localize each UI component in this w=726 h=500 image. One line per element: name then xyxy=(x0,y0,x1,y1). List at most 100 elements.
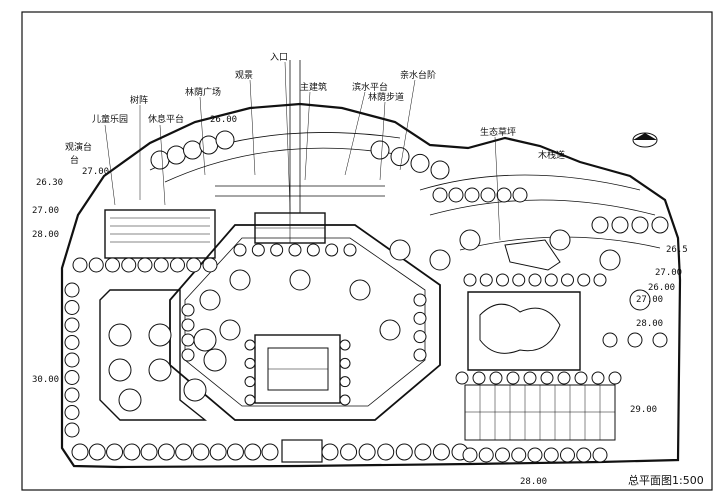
tree-canopy xyxy=(506,371,520,385)
tree-canopy xyxy=(153,257,169,273)
tree-canopy xyxy=(183,140,202,160)
tree-canopy xyxy=(175,443,193,461)
tree-canopy xyxy=(413,311,427,325)
tree-canopy xyxy=(430,160,450,180)
tree-canopy xyxy=(395,443,413,461)
tree-canopy xyxy=(478,447,494,463)
tree-canopy xyxy=(270,243,284,257)
tree-canopy xyxy=(288,243,302,257)
elevation-tag: 27.00 xyxy=(82,167,109,177)
tree-canopy xyxy=(64,370,80,385)
tree-canopy xyxy=(429,249,451,271)
tree-canopy xyxy=(511,447,527,463)
tree-canopy xyxy=(599,249,621,271)
elevation-tag: 26.00 xyxy=(210,115,237,125)
drawing-title: 总平面图1:500 xyxy=(628,473,704,487)
label-water-steps: 亲水台阶 xyxy=(400,69,436,81)
tree-canopy xyxy=(219,319,241,341)
tree-canopy xyxy=(251,243,265,257)
elevation-tag: 30.00 xyxy=(32,375,59,385)
tree-canopy xyxy=(462,447,478,463)
tree-canopy xyxy=(244,394,256,406)
water-pond xyxy=(479,303,561,354)
tree-canopy xyxy=(64,352,80,368)
tree-canopy xyxy=(448,187,464,203)
tree-canopy xyxy=(108,323,132,347)
tree-canopy xyxy=(340,443,358,461)
tree-canopy xyxy=(64,387,80,403)
tree-canopy xyxy=(71,443,89,461)
tree-canopy xyxy=(166,145,186,165)
tree-canopy xyxy=(379,319,401,341)
label-tree-array: 树阵 xyxy=(130,94,148,106)
tree-canopy xyxy=(495,447,510,463)
tree-canopy xyxy=(72,257,88,273)
tree-canopy xyxy=(193,328,217,352)
tree-canopy xyxy=(140,443,158,461)
tree-canopy xyxy=(543,447,559,463)
elevation-tag: 27.00 xyxy=(32,206,59,216)
tree-canopy xyxy=(203,348,227,372)
tree-canopy xyxy=(432,187,448,203)
tree-canopy xyxy=(199,289,221,311)
tree-canopy xyxy=(489,371,503,385)
tree-canopy xyxy=(464,187,480,203)
label-boardwalk: 木栈道 xyxy=(538,149,565,161)
tree-canopy xyxy=(608,371,622,385)
leader-lines xyxy=(104,61,501,241)
tree-canopy xyxy=(64,335,80,350)
tree-canopy xyxy=(64,300,80,315)
contour-line xyxy=(429,199,656,216)
tree-canopy xyxy=(527,447,543,463)
tree-canopy xyxy=(181,333,195,347)
tree-canopy xyxy=(629,289,651,311)
contour-line xyxy=(164,147,396,183)
elevation-tag: 28.00 xyxy=(32,230,59,240)
tree-canopy xyxy=(389,239,411,261)
tree-canopy xyxy=(226,443,244,461)
tree-canopy xyxy=(574,371,588,385)
tree-canopy xyxy=(306,243,320,257)
elevation-tag: 28.00 xyxy=(636,319,663,329)
tree-canopy xyxy=(413,293,427,307)
tree-canopy xyxy=(229,269,251,291)
label-entrance: 入口 xyxy=(270,52,288,63)
tree-canopy xyxy=(496,273,509,287)
tree-canopy xyxy=(591,371,605,385)
elevation-tag: 27.00 xyxy=(636,295,663,305)
tree-canopy xyxy=(150,150,170,170)
tree-canopy xyxy=(410,153,430,173)
boat-deck xyxy=(504,239,561,271)
tree-canopy xyxy=(370,140,390,160)
tree-canopy xyxy=(215,130,235,150)
elevation-tag: 27.00 xyxy=(655,268,682,278)
label-main-building: 主建筑 xyxy=(300,81,327,93)
tree-canopy xyxy=(202,257,218,273)
tree-canopy xyxy=(88,443,106,461)
tree-canopy xyxy=(209,443,227,461)
tree-canopy xyxy=(170,257,185,273)
label-shaded-walk: 林荫步道 xyxy=(368,91,404,103)
tree-canopy xyxy=(414,443,432,461)
tree-canopy xyxy=(181,303,195,317)
elevation-tag: 29.00 xyxy=(630,405,657,415)
tree-canopy xyxy=(472,371,486,385)
south-entrance xyxy=(281,439,323,463)
tree-canopy xyxy=(118,388,142,412)
tree-canopy xyxy=(577,273,591,287)
tree-canopy xyxy=(652,332,668,348)
tree-canopy xyxy=(64,317,80,333)
label-eco-lawn: 生态草坪 xyxy=(480,126,516,138)
tree-canopy xyxy=(459,229,481,251)
tree-canopy xyxy=(192,443,210,461)
tree-canopy xyxy=(64,282,80,298)
elevation-tag: 28.00 xyxy=(520,477,547,487)
tree-canopy xyxy=(349,279,371,301)
tree-canopy xyxy=(325,243,339,257)
tree-canopy xyxy=(549,229,571,251)
tree-canopy xyxy=(413,348,427,362)
tree-canopy xyxy=(631,216,649,234)
tree-canopy xyxy=(591,216,609,234)
tree-canopy xyxy=(106,443,124,461)
